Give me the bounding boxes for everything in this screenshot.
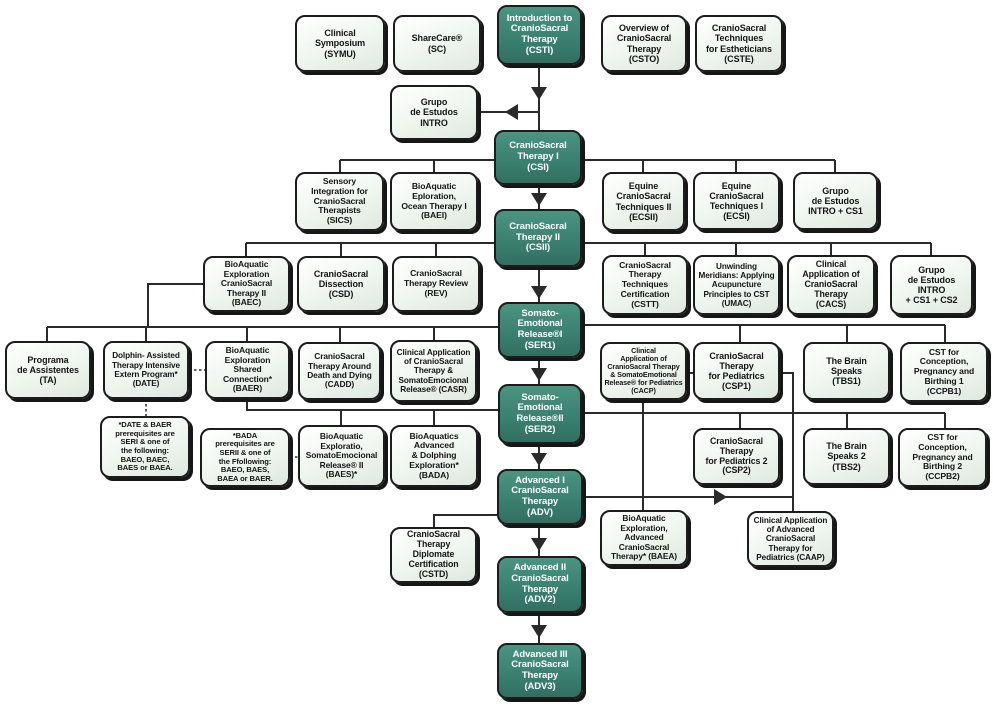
node-GCS2: Grupo de Estudos INTRO + CS1 + CS2 (890, 255, 973, 315)
node-UMAC: Unwinding Meridians: Applying Acupunctur… (693, 255, 780, 315)
node-CAAP: Clinical Application of Advanced CranioS… (747, 511, 834, 567)
node-NOTE2: *BADA prerequisites are SERII & one of t… (200, 428, 290, 487)
node-CADD: CranioSacral Therapy Around Death and Dy… (298, 342, 381, 400)
arrowhead-left (505, 104, 518, 120)
node-ADV: Advanced I CranioSacral Therapy (ADV) (497, 469, 583, 525)
node-CSP1: CranioSacral Therapy for Pediatrics (CSP… (693, 342, 780, 400)
node-DATE: Dolphin- Assisted Therapy Intensive Exte… (103, 341, 189, 399)
node-SER2: Somato- Emotional Release®II (SER2) (498, 384, 582, 444)
node-CACS: Clinical Application of CranioSacral The… (787, 255, 875, 315)
node-CCPB2: CST for Conception, Pregnancy and Birthi… (898, 428, 987, 487)
node-SICS: Sensory Integration for CranioSacral The… (295, 172, 384, 231)
node-SC: ShareCare® (SC) (393, 15, 481, 72)
node-CCPB1: CST for Conception, Pregnancy and Birthi… (900, 342, 988, 402)
node-CSP2: CranioSacral Therapy for Pediatrics 2 (C… (693, 428, 780, 485)
node-GCS1: Grupo de Estudos INTRO + CS1 (793, 172, 878, 230)
arrowhead-down (531, 193, 547, 206)
node-TBS2: The Brain Speaks 2 (TBS2) (803, 428, 890, 485)
arrowhead-down (531, 625, 547, 638)
node-CSTT: CranioSacral Therapy Techniques Certific… (602, 255, 688, 315)
node-CACP: Clinical Application of CranioSacral The… (600, 342, 687, 400)
arrowhead-down (531, 368, 547, 381)
arrowhead-down (531, 453, 547, 466)
node-CSII: CranioSacral Therapy II (CSII) (494, 209, 582, 267)
node-ADV2: Advanced II CranioSacral Therapy (ADV2) (497, 556, 583, 613)
node-GINTRO: Grupo de Estudos INTRO (390, 85, 478, 140)
node-TBS1: The Brain Speaks (TBS1) (803, 342, 890, 400)
arrowhead-right (714, 489, 727, 505)
node-CSI: CranioSacral Therapy I (CSI) (494, 130, 582, 185)
node-CSTE: CranioSacral Techniques for Estheticians… (695, 15, 783, 72)
node-BAEI: BioAquatic Eploration, Ocean Therapy I (… (390, 172, 478, 231)
node-BAEA: BioAquatic Exploration, Advanced CranioS… (600, 510, 688, 566)
arrowhead-down (531, 538, 547, 551)
node-SER1: Somato- Emotional Release®I (SER1) (498, 302, 582, 358)
node-BAES: BioAquatic Exploratio, SomatoEmocional R… (298, 425, 385, 487)
node-BAEC: BioAquatic Exploration CranioSacral Ther… (203, 256, 290, 312)
node-ADV3: Advanced III CranioSacral Therapy (ADV3) (497, 643, 583, 699)
node-BADA: BioAquatics Advanced & Dolphing Explorat… (390, 425, 478, 487)
node-TA: Programa de Assistentes (TA) (5, 341, 91, 399)
node-CSTI: Introduction to CranioSacral Therapy (CS… (497, 5, 582, 65)
node-ECSII: Equine CranioSacral Techniques II (ECSII… (602, 172, 685, 231)
node-BAER: BioAquatic Exploration Shared Connection… (205, 341, 290, 399)
node-REV: CranioSacral Therapy Review (REV) (392, 256, 480, 312)
node-CSD: CranioSacral Dissection (CSD) (297, 256, 385, 312)
node-SYMU: Clinical Symposium (SYMU) (295, 15, 385, 72)
node-NOTE1: *DATE & BAER prerequisites are SERI & on… (100, 416, 190, 478)
node-CASR: Clinical Application of CranioSacral The… (390, 340, 477, 402)
node-ECSI: Equine CranioSacral Techniques I (ECSI) (693, 172, 780, 230)
node-CSTO: Overview of CranioSacral Therapy (CSTO) (601, 15, 687, 72)
node-CSTD: CranioSacral Therapy Diplomate Certifica… (390, 527, 477, 583)
arrowhead-down (531, 286, 547, 299)
arrowhead-down (531, 87, 547, 100)
